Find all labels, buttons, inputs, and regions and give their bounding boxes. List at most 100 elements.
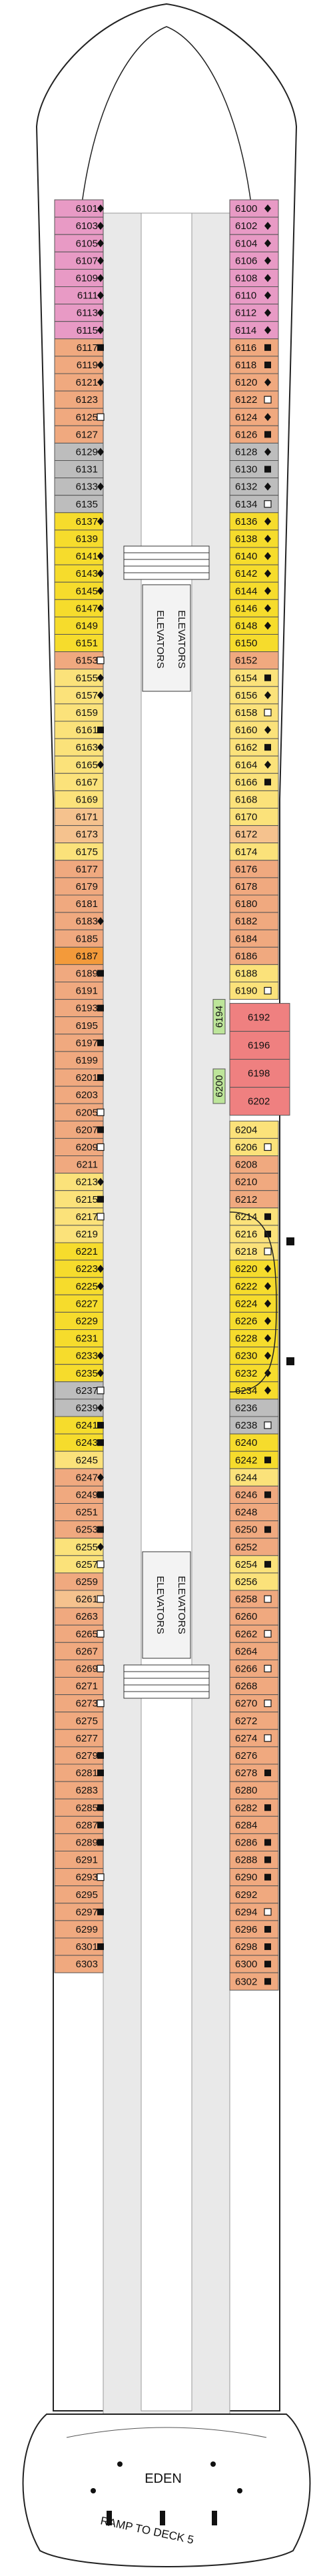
cabin-fill [229,877,279,896]
square-symbol-icon [264,674,271,681]
cabin-fill [54,390,104,409]
diamond-symbol-icon [97,917,104,926]
cabin-fill [229,199,279,218]
square-symbol-icon [264,1491,271,1498]
cabin-fill [54,1399,104,1417]
cabin-fill [54,877,104,896]
cabin-6168: 6168 [229,790,279,809]
diamond-symbol-icon [97,1282,104,1291]
cabin-6118: 6118 [229,356,279,374]
cabin-number: 6302 [235,1976,257,1987]
square-symbol-icon [97,970,104,977]
cabin-number: 6303 [76,1959,98,1970]
diamond-symbol-icon [97,378,104,387]
cabin-number: 6149 [76,620,98,631]
cabin-number: 6222 [235,1281,257,1292]
cabin-number: 6300 [235,1959,257,1970]
cabin-fill [229,651,279,670]
cabin-number: 6141 [76,551,98,562]
cabin-6190: 6190 [229,982,279,1000]
cabin-number: 6123 [76,394,98,406]
cabin-fill [54,1624,104,1643]
cabin-fill [229,912,279,930]
cabin-number: 6130 [235,464,257,476]
cabin-fill [54,1259,104,1278]
cabin-number: 6301 [76,1941,98,1953]
balcony-marker [286,1357,294,1365]
cabin-number: 6196 [248,1040,270,1052]
diamond-symbol-icon [264,691,271,699]
cabin-fill [54,1781,104,1799]
cabin-number: 6119 [77,360,98,371]
cabin-6257: 6257 [54,1555,105,1574]
cabin-number: 6190 [235,986,257,997]
cabin-6205: 6205 [54,1103,105,1122]
cabin-6111: 6111 [54,286,104,305]
diamond-symbol-icon [264,448,271,456]
cabin-6185: 6185 [54,929,104,948]
cabin-6249: 6249 [54,1485,104,1504]
open-square-symbol-icon [264,1421,272,1429]
cabin-number: 6292 [235,1889,257,1901]
diamond-symbol-icon [97,482,104,491]
cabin-6264: 6264 [229,1642,279,1660]
cabin-fill [212,999,226,1035]
cabin-6180: 6180 [229,894,279,913]
cabin-6208: 6208 [229,1155,279,1174]
square-symbol-icon [264,344,271,351]
starboard-cabins: 6100610261046106610861106112611461166118… [229,199,279,1991]
cabin-6189: 6189 [54,964,104,983]
cabin-6201: 6201 [54,1068,104,1087]
cabin-fill [54,1311,104,1331]
cabin-number: 6138 [235,533,257,545]
cabin-6179: 6179 [54,877,104,896]
cabin-number: 6185 [76,933,98,944]
elevators-label: ELEVATORS [176,610,187,669]
diamond-symbol-icon [97,569,104,578]
cabin-6204: 6204 [229,1120,279,1139]
cabin-6150: 6150 [229,634,279,653]
cabin-number: 6285 [76,1802,98,1813]
cabin-6213: 6213 [54,1173,104,1191]
cabin-6182: 6182 [229,912,279,930]
cabin-number: 6261 [76,1594,98,1605]
diamond-symbol-icon [97,1369,104,1377]
cabin-6124: 6124 [229,408,279,426]
cabin-6164: 6164 [229,755,279,774]
open-square-symbol-icon [264,1143,272,1151]
cabin-fill [54,1450,104,1469]
cabin-number: 6270 [235,1698,257,1710]
cabin-6223: 6223 [54,1259,104,1278]
cabin-fill [54,1868,104,1887]
cabin-fill [54,1120,104,1139]
cabin-number: 6200 [214,1075,225,1097]
cabin-6278: 6278 [229,1764,279,1782]
cabin-number: 6288 [235,1855,257,1866]
cabin-number: 6142 [235,568,257,579]
cabin-6214: 6214 [229,1207,279,1226]
cabin-6175: 6175 [54,842,104,861]
cabin-fill [229,825,279,844]
cabin-6130: 6130 [229,460,279,479]
cabin-number: 6204 [235,1124,257,1135]
cabin-fill [54,512,104,531]
diamond-symbol-icon [264,308,271,317]
elevators-label: ELEVATORS [176,1576,187,1634]
open-square-symbol-icon [264,396,272,404]
cabin-number: 6219 [76,1229,98,1240]
diamond-symbol-icon [264,204,271,213]
cabin-number: 6224 [235,1298,257,1309]
cabin-number: 6281 [76,1768,98,1779]
cabin-6288: 6288 [229,1851,279,1869]
cabin-6229: 6229 [54,1311,104,1331]
cabin-6123: 6123 [54,390,104,409]
open-square-symbol-icon [97,1595,105,1603]
open-square-symbol-icon [97,1108,105,1116]
cabin-fill [54,634,104,653]
cabin-6289: 6289 [54,1833,104,1851]
cabin-6151: 6151 [54,634,104,653]
cabin-6243: 6243 [54,1433,104,1452]
diamond-symbol-icon [264,1299,271,1308]
square-symbol-icon [264,1804,271,1811]
cabin-fill [229,1572,279,1591]
